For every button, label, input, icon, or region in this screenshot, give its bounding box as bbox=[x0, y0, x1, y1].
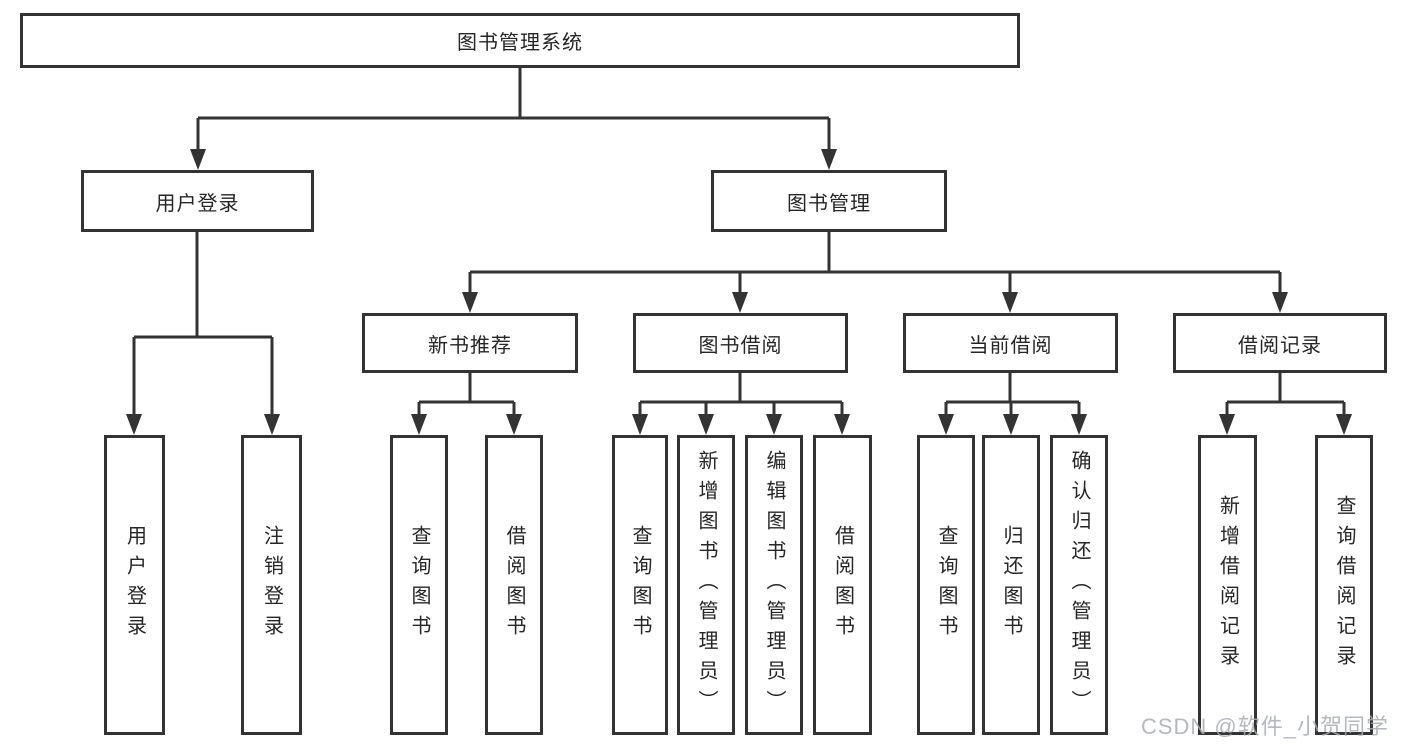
leaf-query-book-3: 查询图书 bbox=[917, 435, 975, 735]
node-borrow-record-label: 借阅记录 bbox=[1238, 334, 1322, 357]
leaf-borrow-book-1: 借阅图书 bbox=[485, 435, 543, 735]
leaf-query-book-2: 查询图书 bbox=[612, 435, 668, 735]
node-book-management: 图书管理 bbox=[711, 170, 947, 232]
leaf-borrow-book-2: 借阅图书 bbox=[813, 435, 872, 735]
node-new-book-recommend: 新书推荐 bbox=[362, 313, 578, 373]
node-book-borrow: 图书借阅 bbox=[633, 313, 848, 373]
leaf-add-book-admin: 新增图书（管理员） bbox=[677, 435, 735, 735]
node-borrow-record: 借阅记录 bbox=[1173, 313, 1387, 373]
node-new-book-recommend-label: 新书推荐 bbox=[428, 334, 512, 357]
leaf-user-login: 用户登录 bbox=[104, 435, 165, 735]
leaf-add-borrow-record: 新增借阅记录 bbox=[1198, 435, 1257, 735]
leaf-confirm-return-admin: 确认归还（管理员） bbox=[1050, 435, 1108, 735]
leaf-query-borrow-record: 查询借阅记录 bbox=[1315, 435, 1373, 735]
leaf-edit-book-admin: 编辑图书（管理员） bbox=[745, 435, 803, 735]
node-root-system: 图书管理系统 bbox=[20, 13, 1020, 68]
node-current-borrow-label: 当前借阅 bbox=[968, 334, 1053, 357]
node-book-management-label: 图书管理 bbox=[787, 192, 871, 215]
leaf-return-book: 归还图书 bbox=[982, 435, 1040, 735]
node-book-borrow-label: 图书借阅 bbox=[698, 334, 783, 357]
node-user-login-label: 用户登录 bbox=[155, 192, 240, 215]
node-root-label: 图书管理系统 bbox=[457, 32, 583, 54]
node-current-borrow: 当前借阅 bbox=[903, 313, 1118, 373]
leaf-query-book-1: 查询图书 bbox=[390, 435, 448, 735]
node-user-login: 用户登录 bbox=[81, 170, 314, 232]
leaf-logout: 注销登录 bbox=[241, 435, 302, 735]
